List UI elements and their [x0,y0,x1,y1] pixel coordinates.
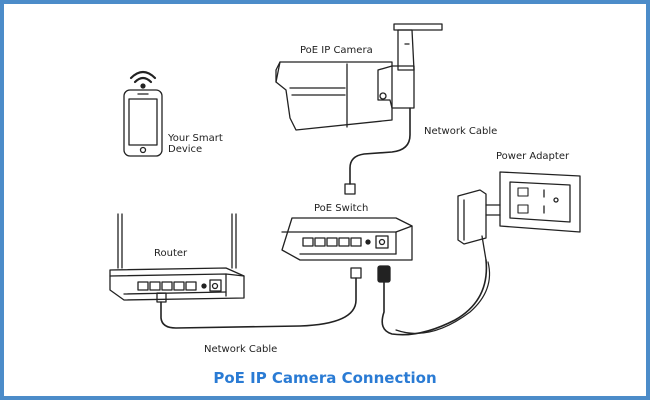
camera-cable [349,107,411,185]
dc-plug-icon [377,265,391,283]
power-adapter-icon [457,189,501,261]
camera-icon [275,23,443,131]
wifi-icon [129,70,157,89]
rj45-plug-switch-icon [350,267,362,279]
smartphone-icon [123,89,163,157]
poe-switch-icon [281,217,413,261]
wall-outlet-icon [499,171,581,233]
smart-device-label-line2: Device [168,144,202,155]
diagram-caption: PoE IP Camera Connection [213,369,436,387]
router-switch-cable [160,277,357,329]
rj45-plug-icon [344,183,356,195]
network-cable-bottom-label: Network Cable [204,344,277,355]
router-label: Router [154,248,188,259]
power-cord [381,259,488,336]
rj45-plug-router-icon [156,292,167,303]
poe-switch-label: PoE Switch [314,203,368,214]
power-cord-loop [395,261,491,335]
power-adapter-label: Power Adapter [496,151,570,162]
smart-device-label-line1: Your Smart [167,133,223,144]
router-icon [109,213,245,301]
network-cable-top-label: Network Cable [424,126,497,137]
camera-label: PoE IP Camera [300,45,373,56]
